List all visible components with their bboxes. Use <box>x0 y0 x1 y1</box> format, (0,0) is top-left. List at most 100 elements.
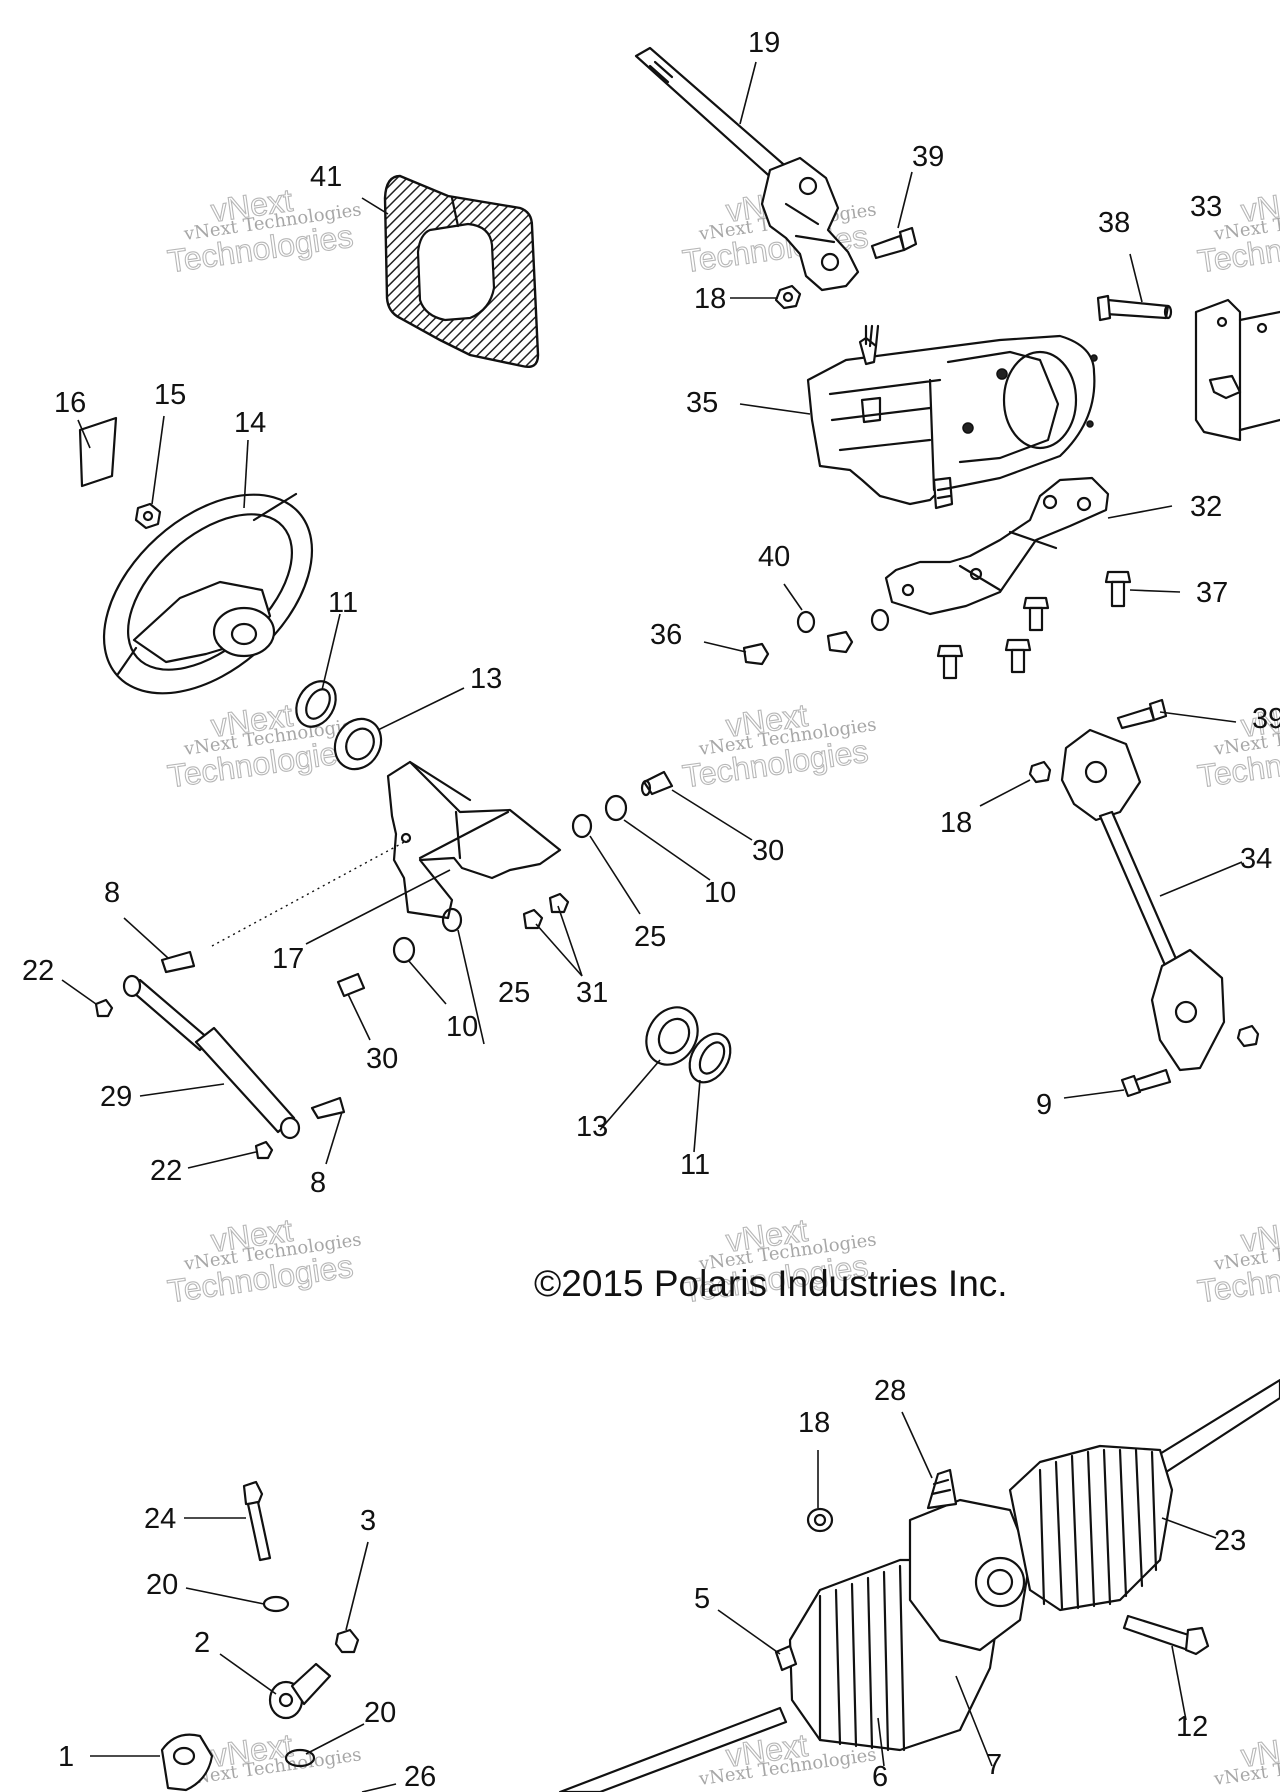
callout-18: 18 <box>694 283 726 315</box>
callouts: 19 39 41 18 38 33 35 32 37 40 36 16 15 1… <box>22 27 1280 1792</box>
part-36-bolt <box>742 630 854 666</box>
callout-12: 12 <box>1176 1711 1208 1743</box>
part-12-bolt <box>1122 1614 1210 1656</box>
svg-text:vNext: vNext <box>1239 1212 1280 1259</box>
part-29-gas-strut <box>122 974 301 1140</box>
part-25-washer <box>441 813 593 933</box>
part-10-bushing <box>392 794 628 964</box>
callout-41: 41 <box>310 161 342 193</box>
callout-13: 13 <box>470 663 502 695</box>
part-18-nut <box>1028 760 1052 784</box>
callout-20: 20 <box>146 1569 178 1601</box>
part-34-intermediate-shaft <box>1060 728 1226 1072</box>
callout-2: 2 <box>194 1627 210 1659</box>
callout-13: 13 <box>576 1111 608 1143</box>
callout-26: 26 <box>404 1761 436 1792</box>
callout-29: 29 <box>100 1081 132 1113</box>
part-13-bearing <box>333 717 383 771</box>
part-nut <box>1236 1024 1260 1048</box>
part-rack-assembly <box>558 1378 1280 1792</box>
part-17-column-support <box>386 760 562 920</box>
part-39-bolt <box>870 226 918 260</box>
part-33-bracket <box>1194 298 1280 442</box>
part-14-steering-wheel <box>102 492 314 695</box>
watermark: vNext Technologies vNext Technologies <box>1195 1211 1280 1310</box>
callout-18: 18 <box>940 807 972 839</box>
part-2-tie-rod-end <box>268 1662 332 1720</box>
callout-30: 30 <box>366 1043 398 1075</box>
part-18-nut <box>774 284 802 310</box>
part-3-nut <box>334 1628 360 1654</box>
part-40-washer <box>796 608 890 634</box>
callout-36: 36 <box>650 619 682 651</box>
callout-20: 20 <box>364 1697 396 1729</box>
part-18-nut <box>806 1507 834 1533</box>
callout-10: 10 <box>446 1011 478 1043</box>
part-15-nut <box>134 502 162 530</box>
watermark: vNext Technologies vNext Technologies <box>1195 181 1280 280</box>
callout-18: 18 <box>798 1407 830 1439</box>
part-8-stud <box>160 950 346 1120</box>
callout-3: 3 <box>360 1505 376 1537</box>
callout-32: 32 <box>1190 491 1222 523</box>
callout-7: 7 <box>986 1749 1002 1781</box>
callout-25: 25 <box>634 921 666 953</box>
assembly-dotted-line <box>211 839 409 947</box>
callout-31: 31 <box>576 977 608 1009</box>
svg-text:vNext: vNext <box>1239 1727 1280 1774</box>
callout-35: 35 <box>686 387 718 419</box>
callout-16: 16 <box>54 387 86 419</box>
callout-19: 19 <box>748 27 780 59</box>
callout-10: 10 <box>704 877 736 909</box>
callout-14: 14 <box>234 407 266 439</box>
part-11-seal <box>295 680 337 728</box>
part-19-steering-shaft <box>634 46 860 292</box>
part-37-bolts <box>936 570 1132 680</box>
part-41-column-boot <box>383 174 540 369</box>
part-13-bearing <box>645 1006 699 1066</box>
callout-15: 15 <box>154 379 186 411</box>
callout-22: 22 <box>22 955 54 987</box>
callout-34: 34 <box>1240 843 1272 875</box>
part-22-nut <box>94 998 274 1160</box>
callout-8: 8 <box>310 1167 326 1199</box>
callout-39: 39 <box>912 141 944 173</box>
callout-1: 1 <box>58 1741 74 1773</box>
part-39-bolt <box>1116 698 1168 730</box>
callout-5: 5 <box>694 1583 710 1615</box>
callout-24: 24 <box>144 1503 176 1535</box>
callout-17: 17 <box>272 943 304 975</box>
watermark: vNext Technologies vNext <box>1212 1726 1280 1790</box>
callout-38: 38 <box>1098 207 1130 239</box>
callout-11: 11 <box>680 1149 710 1181</box>
leader-lines <box>61 61 1243 1792</box>
part-9-bolt <box>1120 1068 1172 1098</box>
part-35-power-steering-unit <box>806 324 1098 510</box>
watermark: vNext Technologies vNext Technologies <box>680 1211 878 1310</box>
callout-22: 22 <box>150 1155 182 1187</box>
callout-8: 8 <box>104 877 120 909</box>
part-30-stud <box>336 770 674 998</box>
callout-40: 40 <box>758 541 790 573</box>
watermark: vNext Technologies vNext Technologies <box>680 696 878 795</box>
part-1-bushing <box>160 1733 214 1792</box>
part-38-bolt <box>1096 294 1173 322</box>
callout-37: 37 <box>1196 577 1228 609</box>
callout-23: 23 <box>1214 1525 1246 1557</box>
part-24-bolt <box>242 1480 272 1562</box>
copyright-notice: ©2015 Polaris Industries Inc. <box>534 1263 1008 1304</box>
watermark: vNext Technologies vNext Technologies <box>165 1211 363 1310</box>
callout-30: 30 <box>752 835 784 867</box>
callout-33: 33 <box>1190 191 1222 223</box>
svg-text:vNext: vNext <box>1239 182 1280 229</box>
callout-25: 25 <box>498 977 530 1009</box>
callout-6: 6 <box>872 1761 888 1792</box>
callout-39: 39 <box>1252 703 1280 735</box>
part-16-cap <box>78 416 118 488</box>
part-31-nuts <box>522 892 570 930</box>
part-11-seal <box>688 1032 732 1084</box>
callout-9: 9 <box>1036 1089 1052 1121</box>
callout-11: 11 <box>328 587 358 619</box>
callout-28: 28 <box>874 1375 906 1407</box>
